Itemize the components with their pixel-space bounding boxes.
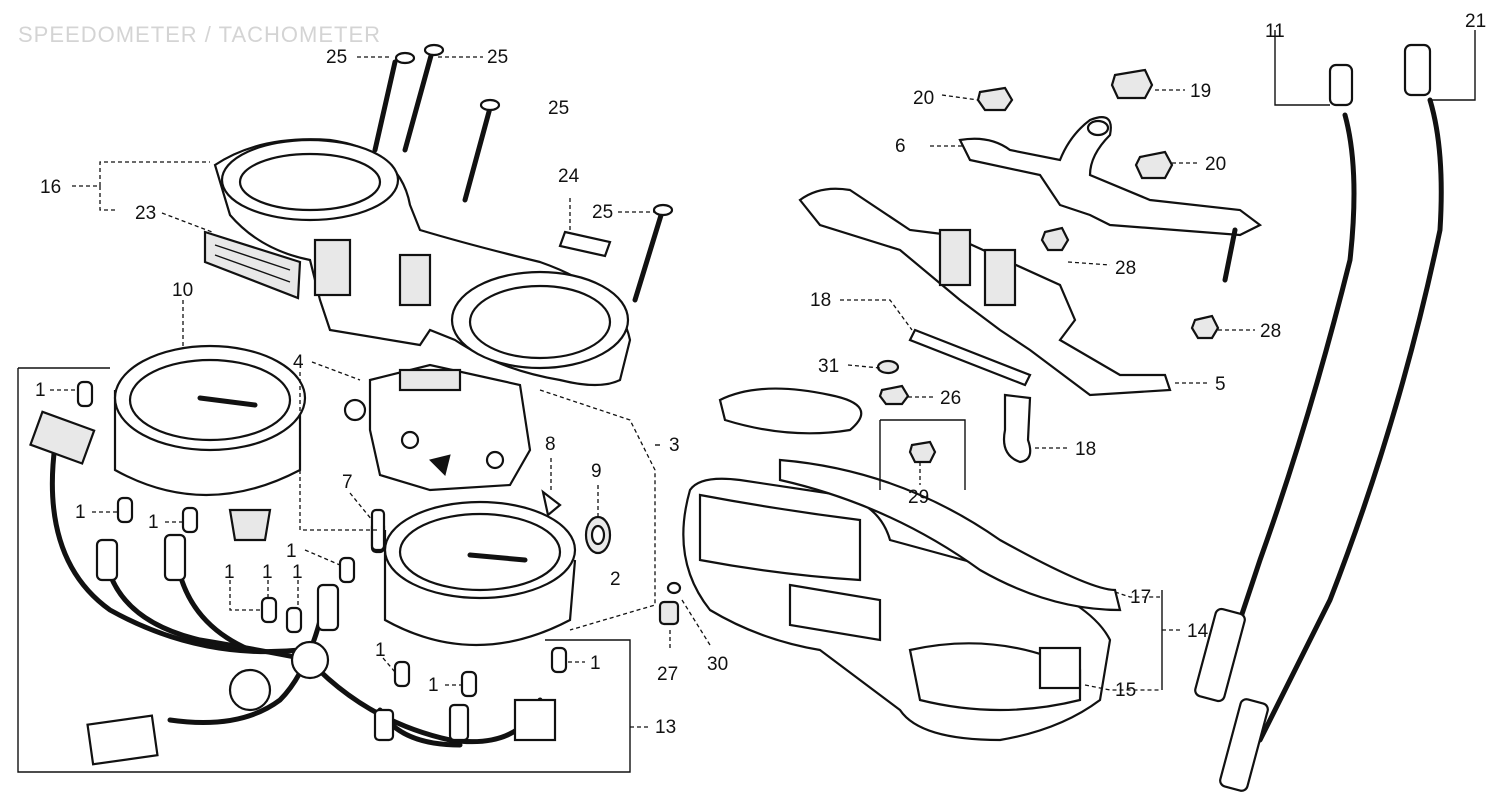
wiring-harness [29,410,557,766]
indicator-lens-plate [558,230,612,258]
callout-1: 1 [262,562,273,583]
mounting-bracket-upper [958,116,1263,283]
callout-1: 1 [224,562,235,583]
callout-1: 1 [148,512,159,533]
callout-24: 24 [558,166,580,187]
callout-18: 18 [1075,439,1096,460]
callout-16: 16 [40,177,61,198]
indicator-housing [343,363,532,492]
meter-lower-case [682,387,1122,742]
callout-27: 27 [657,664,678,685]
callout-21: 21 [1465,11,1486,32]
rubber-bushings [876,68,1220,464]
collars [908,328,1032,464]
callout-6: 6 [895,136,906,157]
callout-23: 23 [135,203,156,224]
callout-25: 25 [487,47,508,68]
mounting-bracket-lower [798,187,1172,397]
callout-18: 18 [810,290,831,311]
callout-28: 28 [1260,321,1281,342]
callout-1: 1 [286,541,297,562]
callout-8: 8 [545,434,556,455]
callout-7: 7 [342,472,353,493]
callout-17: 17 [1130,587,1151,608]
callout-20: 20 [913,88,934,109]
speedometer-gauge [113,344,307,542]
screw-set [372,43,674,303]
leader-lines [50,30,1476,728]
callout-10: 10 [172,280,193,301]
callout-19: 19 [1190,81,1211,102]
callout-4: 4 [293,352,304,373]
speedometer-cable [1194,63,1357,703]
callout-3: 3 [669,435,680,456]
small-parts [370,489,682,626]
meter-upper-cover [213,138,632,387]
callout-1: 1 [292,562,303,583]
callout-9: 9 [591,461,602,482]
callout-13: 13 [655,717,676,738]
callout-1: 1 [35,380,46,401]
callout-26: 26 [940,388,961,409]
callout-29: 29 [908,487,929,508]
callout-11: 11 [1265,21,1285,42]
tachometer-cable [1219,43,1444,792]
callout-25: 25 [548,98,569,119]
callout-5: 5 [1215,374,1226,395]
diagram-title: SPEEDOMETER / TACHOMETER [18,22,382,47]
callout-20: 20 [1205,154,1226,175]
callout-14: 14 [1187,621,1209,642]
callout-1: 1 [428,675,439,696]
callout-31: 31 [818,356,839,377]
callout-15: 15 [1115,680,1136,701]
callout-25: 25 [326,47,347,68]
warning-light-strip [203,230,302,300]
callout-1: 1 [75,502,86,523]
callout-30: 30 [707,654,728,675]
callout-1: 1 [375,640,386,661]
callout-28: 28 [1115,258,1136,279]
callout-25: 25 [592,202,613,223]
callout-labels: 25 25 25 25 16 23 24 10 4 3 1 1 1 1 1 1 … [35,11,1486,738]
callout-2: 2 [610,569,621,590]
tachometer-gauge [383,500,577,646]
callout-1: 1 [590,653,601,674]
